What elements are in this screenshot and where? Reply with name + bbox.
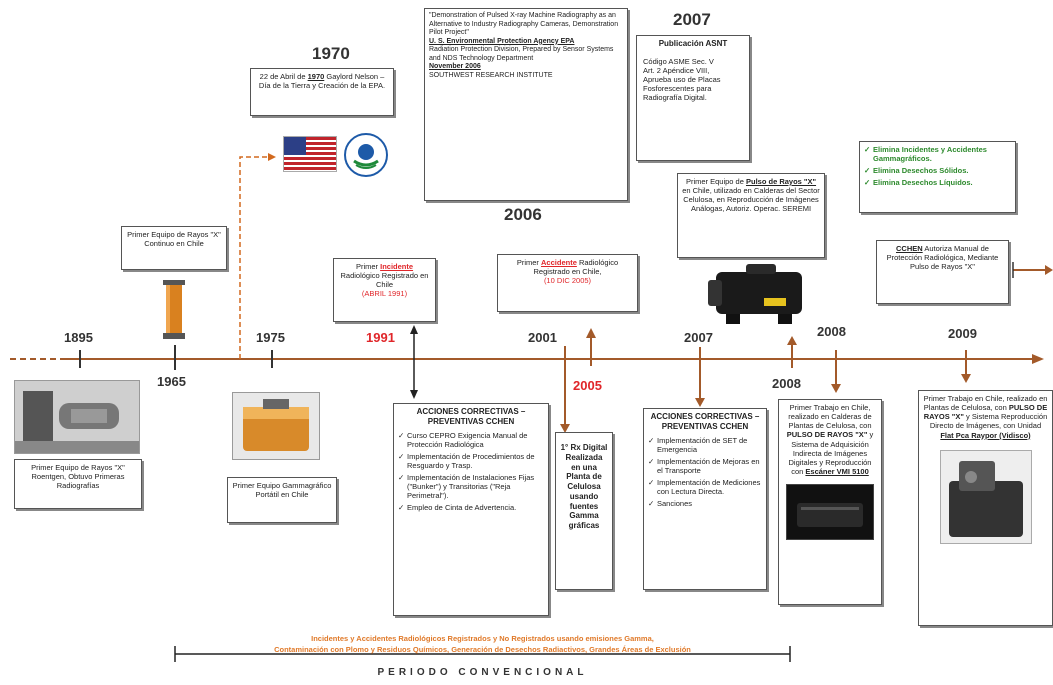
acciones-2-item: Implementación de Mejoras en el Transpor… [648, 457, 762, 475]
year-2008-a: 2008 [817, 324, 846, 339]
acciones-1-box: ACCIONES CORRECTIVAS – PREVENTIVAS CCHEN… [393, 403, 549, 616]
year-2007: 2007 [684, 330, 713, 345]
rayos-1965-box: Primer Equipo de Rayos "X" Continuo en C… [121, 226, 227, 270]
year-2007-top: 2007 [673, 10, 711, 29]
incidente-1991-box: Primer Incidente Radiológico Registrado … [333, 258, 436, 322]
trabajo-2009-box: Primer Trabajo en Chile, realizado en Pl… [918, 390, 1053, 626]
roentgen-equipment-image [14, 380, 140, 454]
timeline-arrowhead [1032, 354, 1044, 364]
xray-tube-image [160, 280, 188, 340]
vidisco-image [939, 449, 1032, 544]
us-flag-image [283, 136, 337, 172]
footer-line-2: Contaminación con Plomo y Residuos Quími… [274, 645, 691, 654]
elimina-item: Elimina Desechos Sólidos. [864, 166, 1011, 175]
acciones-1-item: Curso CEPRO Exigencia Manual de Protecci… [398, 431, 544, 449]
pulse-device-image [706, 262, 812, 328]
accidente-2005-box: Primer Accidente Radiológico Registrado … [497, 254, 638, 312]
gammagrafico-box: Primer Equipo Gammagráfico Portátil en C… [227, 477, 337, 523]
year-2001: 2001 [528, 330, 557, 345]
elimina-item: Elimina Incidentes y Accidentes Gammagrá… [864, 145, 1011, 163]
gamma-camera-image [232, 392, 320, 460]
year-1975: 1975 [256, 330, 285, 345]
pulso-2007-box: Primer Equipo de Pulso de Rayos "X" en C… [677, 173, 825, 258]
footer-line-1: Incidentes y Accidentes Radiológicos Reg… [311, 634, 654, 643]
epa-logo-icon [344, 133, 388, 177]
scanner-image [786, 484, 874, 541]
asnt-2007-box: Publicación ASNT Código ASME Sec. V Art.… [636, 35, 750, 161]
year-1970: 1970 [312, 44, 350, 63]
acciones-1-item: Empleo de Cinta de Advertencia. [398, 503, 544, 512]
acciones-2-box: ACCIONES CORRECTIVAS – PREVENTIVAS CCHEN… [643, 408, 767, 590]
roentgen-box: Primer Equipo de Rayos "X" Roentgen, Obt… [14, 459, 142, 509]
year-1991: 1991 [366, 330, 395, 345]
acciones-2-item: Sanciones [648, 499, 762, 508]
epa-1970-box: 22 de Abril de 1970 Gaylord Nelson – Día… [250, 68, 394, 116]
connector-1965-1970 [239, 156, 268, 359]
year-2009: 2009 [948, 326, 977, 341]
digital-2005-box: 1° Rx Digital Realizada en una Planta de… [555, 432, 613, 590]
acciones-2-item: Implementación de SET de Emergencia [648, 436, 762, 454]
year-1895: 1895 [64, 330, 93, 345]
acciones-2-item: Implementación de Mediciones con Lectura… [648, 478, 762, 496]
cchen-manual-box: CCHEN Autoriza Manual de Protección Radi… [876, 240, 1009, 304]
trabajo-2008-box: Primer Trabajo en Chile, realizado en Ca… [778, 399, 882, 605]
elimina-box: Elimina Incidentes y Accidentes Gammagrá… [859, 141, 1016, 213]
acciones-1-item: Implementación de Instalaciones Fijas ("… [398, 473, 544, 500]
acciones-1-item: Implementación de Procedimientos de Resg… [398, 452, 544, 470]
demo-2006-box: "Demonstration of Pulsed X-ray Machine R… [424, 8, 628, 201]
year-2008-b: 2008 [772, 376, 801, 391]
elimina-item: Elimina Desechos Líquidos. [864, 178, 1011, 187]
year-1965: 1965 [157, 374, 186, 389]
year-2006: 2006 [504, 205, 542, 224]
period-label: PERIODO CONVENCIONAL [377, 667, 588, 678]
year-2005: 2005 [573, 378, 602, 393]
